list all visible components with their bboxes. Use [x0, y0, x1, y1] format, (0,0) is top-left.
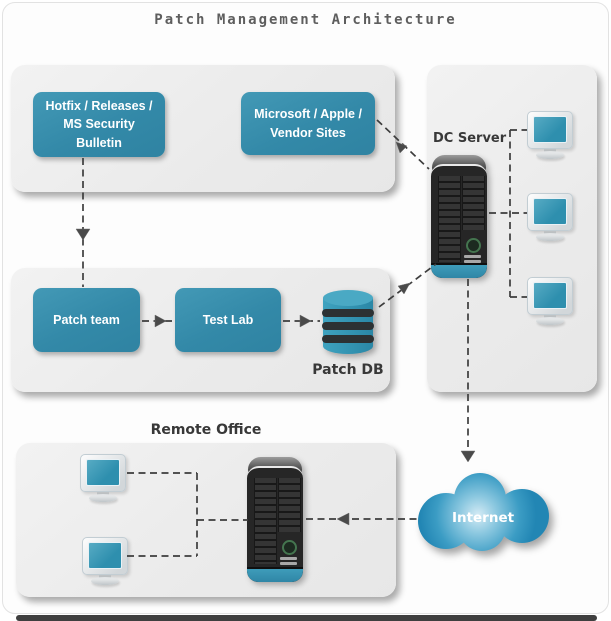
process-panel: Patch team Test Lab Patch DB	[11, 268, 390, 392]
cloud-icon	[418, 473, 549, 551]
server-vents-icon	[254, 478, 277, 564]
remote-office-label: Remote Office	[150, 422, 262, 438]
internet-cloud: Internet	[416, 471, 554, 557]
server-chassis	[431, 164, 487, 278]
monitor-screen	[533, 198, 567, 225]
remote-office-panel	[16, 443, 396, 597]
remote-server-icon	[247, 457, 303, 582]
page-title: Patch Management Architecture	[154, 12, 457, 28]
workstation-icon	[80, 454, 126, 502]
drive-slot-icon	[464, 260, 481, 263]
monitor-screen	[533, 116, 567, 143]
vendor-sites-node: Microsoft / Apple / Vendor Sites	[241, 92, 375, 155]
hotfix-node: Hotfix / Releases / MS Security Bulletin	[33, 92, 165, 157]
server-chassis	[247, 466, 303, 582]
monitor-screen	[533, 282, 567, 309]
database-icon	[322, 290, 374, 354]
power-led-icon	[466, 238, 481, 253]
workstation-icon	[527, 193, 573, 241]
server-base	[247, 567, 303, 582]
drive-slot-icon	[280, 557, 297, 560]
server-vents-icon	[438, 176, 461, 262]
card-bottom-edge	[16, 615, 597, 621]
workstation-icon	[82, 537, 128, 585]
workstation-icon	[527, 277, 573, 325]
workstation-icon	[527, 111, 573, 159]
drive-slot-icon	[280, 562, 297, 565]
sources-panel: Hotfix / Releases / MS Security Bulletin…	[11, 65, 395, 192]
power-led-icon	[282, 540, 297, 555]
server-vents-icon	[462, 176, 485, 230]
patch-team-node: Patch team	[33, 288, 140, 352]
patch-db-label: Patch DB	[312, 362, 384, 378]
dc-server-label: DC Server	[433, 131, 507, 146]
dc-server-icon	[431, 155, 487, 278]
internet-label: Internet	[451, 510, 515, 526]
test-lab-node: Test Lab	[175, 288, 281, 352]
server-base	[431, 263, 487, 278]
monitor-screen	[86, 459, 120, 486]
server-vents-icon	[278, 478, 301, 532]
dc-server-panel: DC Server	[427, 65, 597, 392]
monitor-screen	[88, 542, 122, 569]
drive-slot-icon	[464, 255, 481, 258]
